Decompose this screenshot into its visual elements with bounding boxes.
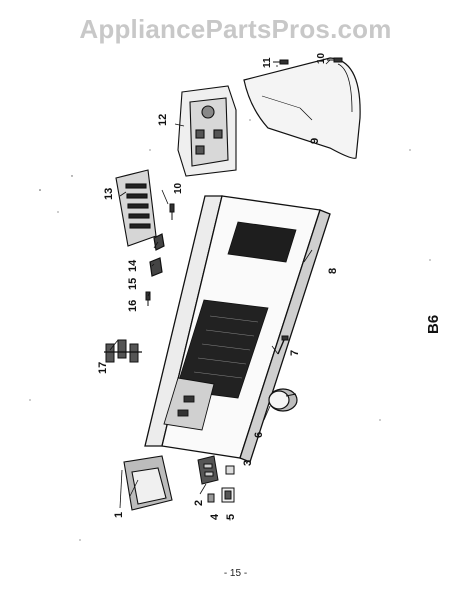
callout-7: 7 xyxy=(289,350,301,356)
part-11-screw xyxy=(273,59,289,65)
part-3-housing xyxy=(225,465,235,475)
callout-2: 2 xyxy=(193,500,205,506)
part-5-button-cap xyxy=(221,487,235,503)
part-17-brackets xyxy=(104,339,142,363)
part-2-switch xyxy=(197,455,219,485)
callout-6: 6 xyxy=(253,432,265,438)
part-10-screw-top xyxy=(327,57,343,63)
callout-9: 9 xyxy=(309,138,321,144)
callout-12: 12 xyxy=(157,114,169,126)
callout-3: 3 xyxy=(242,460,254,466)
part-1-end-bracket xyxy=(119,455,173,511)
part-4-button xyxy=(207,493,215,503)
control-panel-window-upper xyxy=(227,221,297,263)
scan-speckles xyxy=(29,119,431,541)
leader-lines xyxy=(109,59,331,497)
callout-10-top: 10 xyxy=(316,52,327,64)
callout-13: 13 xyxy=(103,188,115,200)
display-window xyxy=(163,377,215,431)
page-number: - 15 - xyxy=(223,568,248,579)
part-6-knob xyxy=(268,388,298,412)
part-15-clip xyxy=(149,257,163,277)
callout-14: 14 xyxy=(127,259,139,272)
callout-10-middle: 10 xyxy=(173,182,184,194)
watermark: AppliancePartsPros.com xyxy=(79,14,392,44)
callout-5: 5 xyxy=(225,514,237,520)
callout-8: 8 xyxy=(327,268,339,274)
callout-1: 1 xyxy=(113,512,125,518)
callout-17: 17 xyxy=(97,362,109,374)
part-16-screw xyxy=(145,291,151,306)
part-10-screw-middle xyxy=(169,203,175,220)
part-9-end-panel xyxy=(243,57,361,159)
callout-15: 15 xyxy=(127,278,139,290)
callout-4: 4 xyxy=(209,513,221,520)
callout-16: 16 xyxy=(127,300,139,312)
part-7-screw xyxy=(277,335,289,355)
control-panel-window-lower xyxy=(175,299,269,399)
part-13-terminal-block xyxy=(115,169,157,247)
callout-11: 11 xyxy=(262,57,273,68)
part-12-bracket xyxy=(177,85,237,177)
page-code: B6 xyxy=(425,315,442,334)
